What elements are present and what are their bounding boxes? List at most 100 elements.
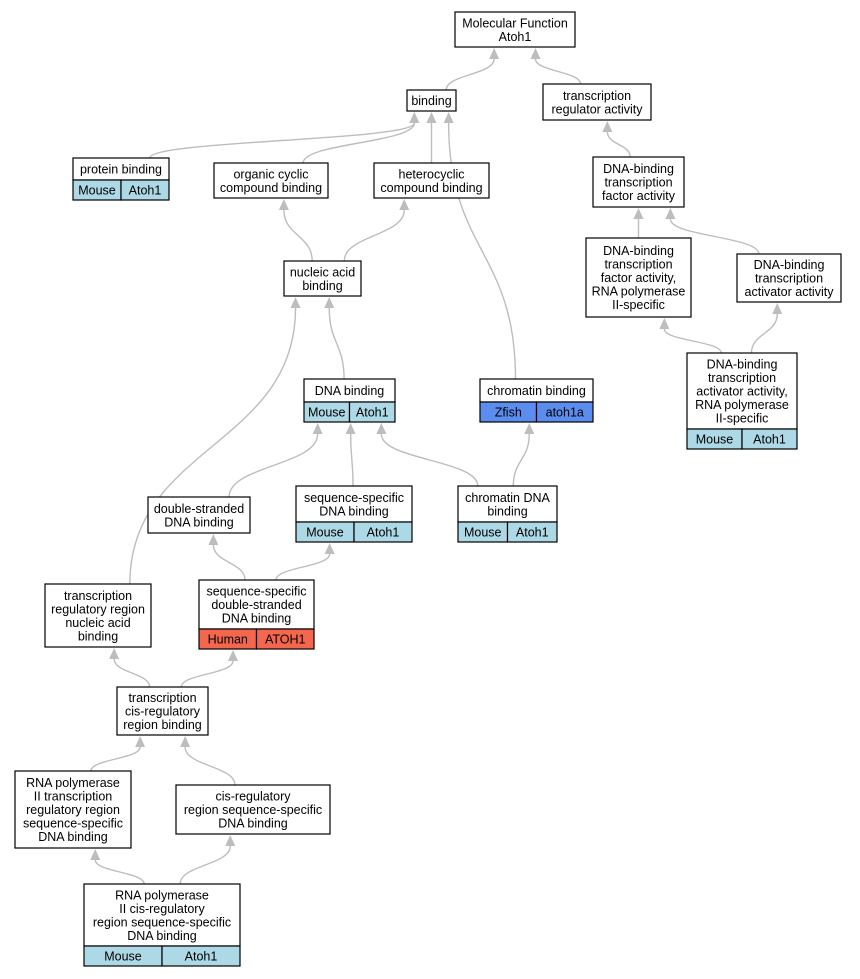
arrowhead xyxy=(345,423,356,434)
node-label-line: transcription xyxy=(64,589,132,603)
node-label-line: double-stranded xyxy=(211,598,301,612)
go-term-node-binding[interactable]: binding xyxy=(406,89,457,112)
node-label-line: compound binding xyxy=(380,181,482,195)
node-box xyxy=(585,237,692,318)
node-label-line: protein binding xyxy=(80,163,162,177)
species-label: Mouse xyxy=(104,950,142,964)
node-label-line: regulatory region xyxy=(51,602,145,616)
edge-ssds-to-dsdna xyxy=(212,544,246,581)
node-label-line: DNA binding xyxy=(218,817,288,831)
gene-cell xyxy=(348,401,396,423)
edge-protein-to-binding xyxy=(149,122,416,159)
species-label: Mouse xyxy=(308,406,346,420)
edge-ssds-to-ssdna xyxy=(275,553,331,581)
gene-cell xyxy=(741,428,798,450)
edge-tcis-to-ssds xyxy=(180,660,234,688)
edge-rnap2cis-to-rnap2tr xyxy=(94,859,145,885)
node-label-line: cis-regulatory xyxy=(125,705,201,719)
node-box xyxy=(283,260,362,297)
gene-label: atoh1a xyxy=(546,406,584,420)
node-label-line: double-stranded xyxy=(154,502,244,516)
node-box xyxy=(44,583,152,648)
gene-label: Atoh1 xyxy=(516,526,549,540)
node-label-line: transcription xyxy=(604,258,672,272)
gene-cell xyxy=(255,628,315,650)
edges-layer xyxy=(90,48,783,885)
arrowhead xyxy=(376,423,387,434)
node-label-line: DNA binding xyxy=(222,612,292,626)
node-label-line: activator activity xyxy=(745,285,835,299)
node-box xyxy=(213,162,329,199)
node-label-line: chromatin binding xyxy=(487,384,586,398)
node-label-line: activator activity, xyxy=(696,385,787,399)
node-label-line: region sequence-specific xyxy=(184,803,322,817)
edge-rnap2tr-to-tcis xyxy=(90,746,141,772)
node-label-line: II-specific xyxy=(716,412,769,426)
node-label-line: DNA binding xyxy=(315,384,385,398)
node-label-line: region sequence-specific xyxy=(93,915,231,929)
edge-nucleic-to-organic xyxy=(283,209,313,262)
arrowhead xyxy=(602,121,613,132)
node-label-line: RNA polymerase xyxy=(115,888,209,902)
edge-ssdna-to-dna xyxy=(349,433,354,487)
node-label-line: compound binding xyxy=(220,181,322,195)
edge-nucleic-to-hetero xyxy=(343,209,405,262)
edge-chromatin-to-binding xyxy=(447,122,517,380)
edge-cisreg-to-tcis xyxy=(184,746,236,786)
node-label-line: chromatin DNA xyxy=(465,491,550,505)
node-box xyxy=(198,579,315,630)
arrowhead xyxy=(665,208,676,219)
node-label-line: sequence-specific xyxy=(206,585,306,599)
arrowhead xyxy=(228,650,238,661)
node-label-line: transcription xyxy=(755,272,823,286)
species-label: Human xyxy=(208,633,248,647)
arrowhead xyxy=(324,543,335,554)
arrowhead xyxy=(324,297,335,308)
edge-tra-to-mf xyxy=(534,58,582,85)
node-box xyxy=(592,156,685,208)
gene-cell xyxy=(353,521,413,543)
arrowhead xyxy=(90,849,101,860)
gene-cell xyxy=(535,401,594,423)
node-label-line: transcription xyxy=(604,176,672,190)
gene-label: Atoh1 xyxy=(129,184,162,198)
arrowhead xyxy=(524,423,535,434)
arrowhead xyxy=(443,112,454,123)
node-label-line: DNA-binding xyxy=(603,162,674,176)
edge-dbtactpol2-to-dbtfpol2 xyxy=(663,328,722,354)
node-label-line: II cis-regulatory xyxy=(119,902,205,916)
node-label-line: regulator activity xyxy=(551,102,643,116)
gene-label: Atoh1 xyxy=(753,433,786,447)
node-label-line: transcription xyxy=(708,371,776,385)
species-label: Zfish xyxy=(495,406,522,420)
node-label-line: DNA binding xyxy=(127,929,197,943)
node-box xyxy=(14,770,132,849)
node-label-line: DNA-binding xyxy=(707,358,778,372)
node-box xyxy=(736,253,842,303)
arrowhead xyxy=(489,48,500,59)
node-box xyxy=(686,352,798,430)
